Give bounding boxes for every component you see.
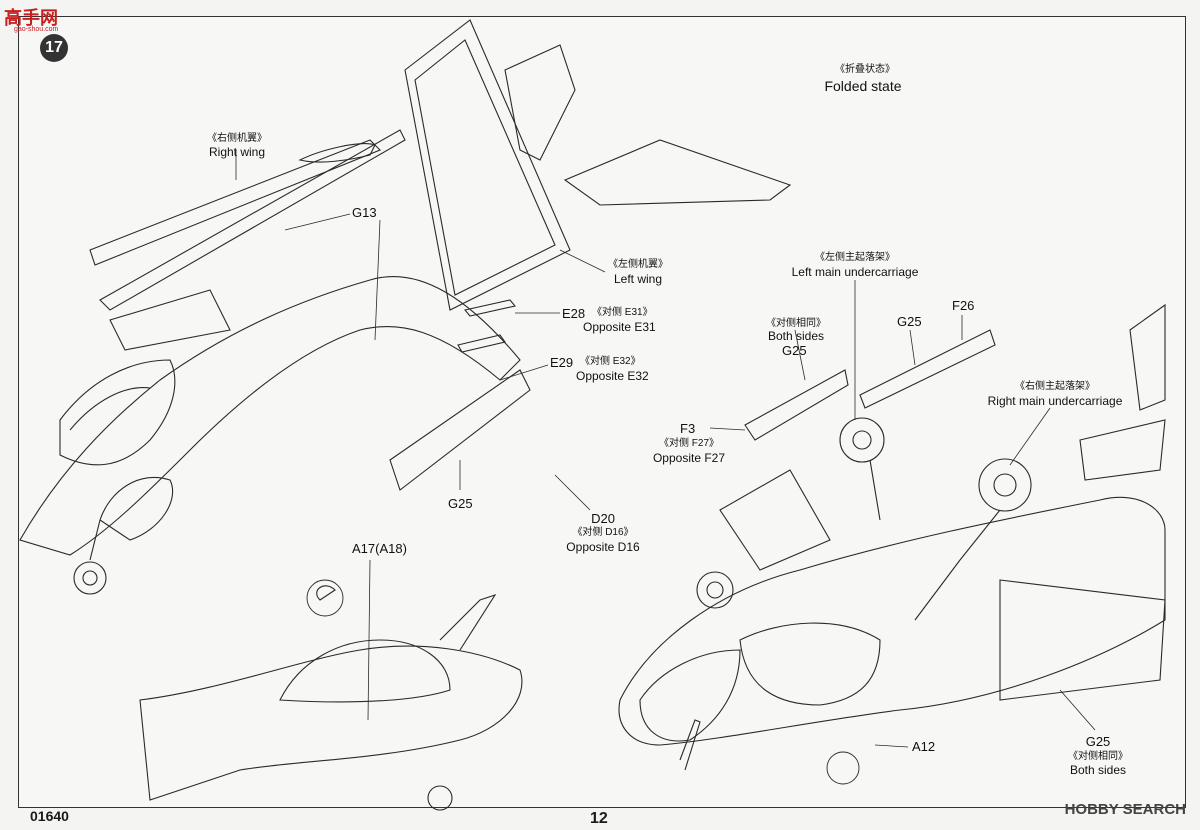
right-main-undercarriage-label-cn: 《右侧主起落架》 (1015, 381, 1095, 392)
left-main-wheel (839, 417, 885, 463)
right-main-undercarriage-label: Right main undercarriage (987, 394, 1123, 408)
part-d20-opposite-cn: 《对侧 D16》 (572, 527, 634, 538)
right-wing-label: Right wing (208, 145, 266, 159)
both-sides-label-cn: 《对侧相同》 (766, 318, 826, 329)
left-wing-label: Left wing (613, 272, 663, 286)
folded-state-label-cn: 《折叠状态》 (835, 64, 895, 75)
part-g25-label: G25 (1085, 734, 1111, 749)
kit-code: 01640 (30, 808, 69, 824)
lower-aircraft-outline (139, 645, 523, 801)
door-f26 (859, 329, 996, 409)
left-wing-label-cn: 《左侧机翼》 (608, 259, 668, 270)
part-a17-label: A17(A18) (352, 541, 407, 556)
part-e28-opposite: Opposite E31 (583, 320, 656, 334)
door-f3 (744, 369, 849, 441)
part-f3-opposite-cn: 《对侧 F27》 (658, 438, 720, 449)
folded-state-label: Folded state (824, 78, 902, 94)
part-f3-label: F3 (680, 421, 696, 436)
right-wing-label-cn: 《右侧机翼》 (207, 133, 267, 144)
detail-callout-a12 (826, 751, 860, 785)
left-wing-folded (404, 19, 571, 311)
part-a12-label: A12 (912, 739, 936, 754)
part-f3-opposite: Opposite F27 (652, 451, 726, 465)
detail-callout-a17 (306, 579, 344, 617)
watermark-url: gao-shou.com (14, 26, 59, 33)
part-e28-opposite-cn: 《对侧 E31》 (592, 307, 653, 318)
page-number: 12 (590, 810, 608, 827)
part-e28-label: E28 (562, 306, 586, 321)
step-number-badge: 17 (40, 34, 68, 62)
part-g25-label: G25 (448, 496, 473, 511)
part-d20-label: D20 (591, 511, 615, 526)
left-main-undercarriage-label: Left main undercarriage (791, 265, 919, 279)
part-e29-opposite-cn: 《对侧 E32》 (580, 356, 641, 367)
both-sides-label-cn: 《对侧相同》 (1068, 751, 1128, 762)
part-d20-opposite: Opposite D16 (566, 540, 640, 554)
part-e29-label: E29 (550, 355, 574, 370)
both-sides-label: Both sides (1069, 763, 1127, 777)
watermark-brand: 高手网 (4, 8, 58, 28)
right-main-wheel (978, 458, 1032, 512)
hobby-search-logo: HOBBY SEARCH (1064, 801, 1186, 818)
left-main-undercarriage-label-cn: 《左侧主起落架》 (815, 252, 895, 263)
part-g13-label: G13 (352, 205, 377, 220)
left-aircraft-outline (19, 276, 521, 556)
right-aircraft-outline (618, 496, 1166, 746)
part-e29-opposite: Opposite E32 (576, 369, 649, 383)
part-g25-label: G25 (782, 343, 807, 358)
both-sides-label: Both sides (767, 329, 825, 343)
part-f26-label: F26 (952, 298, 975, 313)
instruction-page (18, 16, 1186, 808)
part-g25-label: G25 (897, 314, 922, 329)
